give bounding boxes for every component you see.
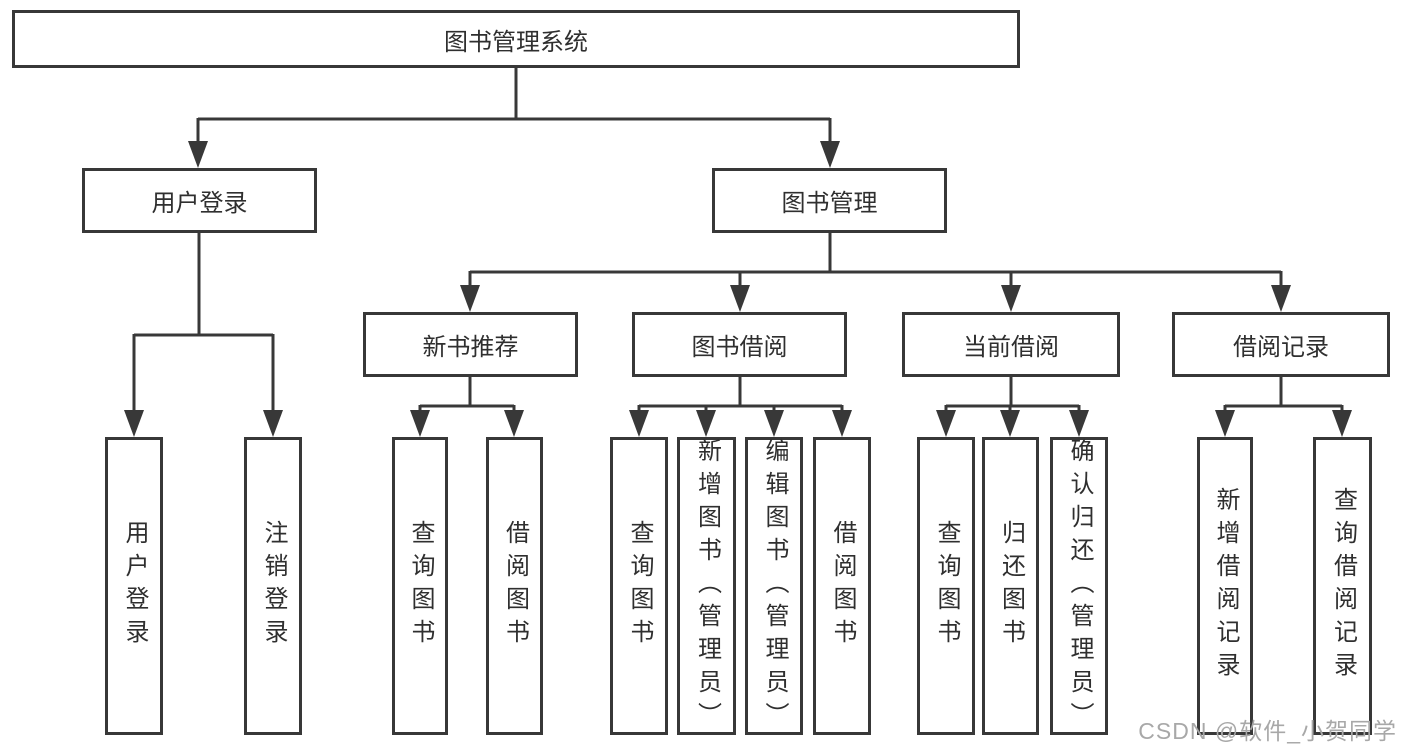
- node-book-borrow: 图书借阅: [632, 312, 847, 377]
- arrowheads-level2: [188, 141, 840, 168]
- node-user-login-label: 用户登录: [151, 190, 248, 217]
- connector-root-to-level2: [196, 68, 832, 150]
- arrowheads-level3: [460, 285, 1291, 312]
- node-new-book-recommend: 新书推荐: [363, 312, 578, 377]
- leaf-query-borrow-record-label: 查询借阅记录: [1329, 487, 1357, 685]
- leaf-return-book: 归还图书: [982, 437, 1039, 735]
- connector-borrow-to-leaves: [637, 377, 844, 420]
- leaf-query-books-current: 查询图书: [917, 437, 975, 735]
- connector-mgmt-to-level3: [468, 233, 1283, 295]
- arrowheads-newrec-leaves: [410, 410, 524, 437]
- leaf-query-books-recommend-label: 查询图书: [407, 520, 434, 652]
- node-borrow-records-label: 借阅记录: [1233, 334, 1329, 361]
- leaf-confirm-return-admin-label: 确认归还（管理员）: [1066, 437, 1093, 735]
- leaf-confirm-return-admin: 确认归还（管理员）: [1050, 437, 1108, 735]
- leaf-add-book-admin: 新增图书（管理员）: [677, 437, 736, 735]
- leaf-logout-login: 注销登录: [244, 437, 302, 735]
- arrowheads-current-leaves: [936, 410, 1089, 437]
- connector-newrec-to-leaves: [418, 377, 516, 420]
- node-book-management: 图书管理: [712, 168, 947, 233]
- leaf-add-borrow-record: 新增借阅记录: [1197, 437, 1253, 735]
- leaf-query-books-current-label: 查询图书: [933, 520, 960, 652]
- node-root-system-label: 图书管理系统: [444, 28, 588, 56]
- node-user-login: 用户登录: [82, 168, 317, 233]
- leaf-add-borrow-record-label: 新增借阅记录: [1212, 487, 1239, 685]
- leaf-query-books-recommend: 查询图书: [392, 437, 448, 735]
- node-book-borrow-label: 图书借阅: [691, 334, 788, 361]
- arrowheads-records-leaves: [1215, 410, 1352, 437]
- leaf-query-borrow-record: 查询借阅记录: [1313, 437, 1372, 735]
- leaf-user-login-label: 用户登录: [121, 520, 148, 652]
- node-current-borrow: 当前借阅: [902, 312, 1120, 377]
- csdn-watermark: CSDN @软件_小贺同学: [1138, 718, 1397, 744]
- leaf-borrow-books-recommend-label: 借阅图书: [501, 520, 529, 652]
- connector-login-to-leaves: [132, 233, 275, 420]
- node-root-system: 图书管理系统: [12, 10, 1020, 68]
- leaf-borrow-books-recommend: 借阅图书: [486, 437, 543, 735]
- node-borrow-records: 借阅记录: [1172, 312, 1390, 377]
- arrowheads-login-leaves: [124, 410, 283, 437]
- node-new-book-recommend-label: 新书推荐: [422, 334, 519, 361]
- leaf-borrow-books: 借阅图书: [813, 437, 871, 735]
- leaf-query-books-borrow: 查询图书: [610, 437, 668, 735]
- leaf-query-books-borrow-label: 查询图书: [626, 520, 653, 652]
- node-current-borrow-label: 当前借阅: [963, 334, 1059, 361]
- leaf-user-login: 用户登录: [105, 437, 163, 735]
- connector-records-to-leaves: [1223, 377, 1344, 420]
- node-book-management-label: 图书管理: [781, 190, 878, 217]
- leaf-borrow-books-label: 借阅图书: [829, 520, 856, 652]
- leaf-return-book-label: 归还图书: [997, 520, 1025, 652]
- leaf-logout-login-label: 注销登录: [260, 520, 287, 652]
- arrowheads-borrow-leaves: [629, 410, 852, 437]
- leaf-add-book-admin-label: 新增图书（管理员）: [693, 437, 721, 735]
- leaf-edit-book-admin: 编辑图书（管理员）: [745, 437, 803, 735]
- leaf-edit-book-admin-label: 编辑图书（管理员）: [761, 437, 788, 735]
